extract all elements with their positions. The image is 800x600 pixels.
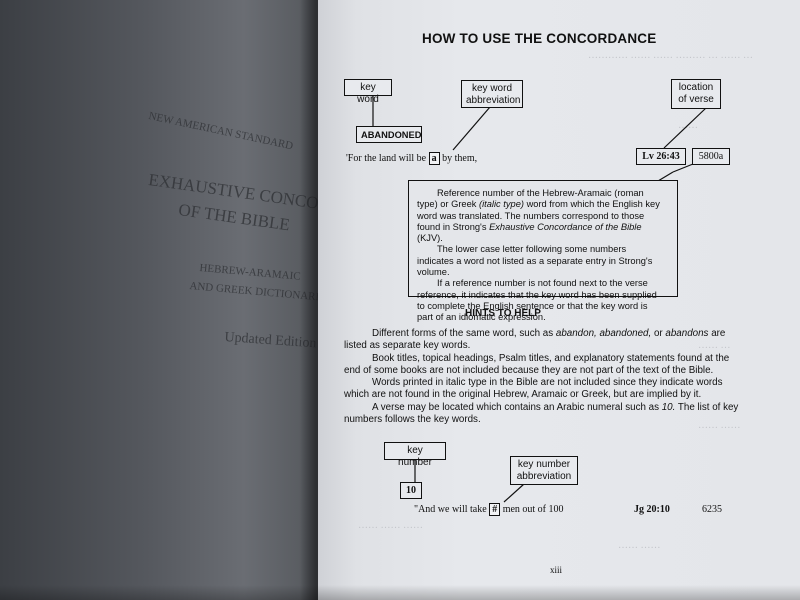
key-number-label: key number bbox=[384, 442, 446, 468]
example-number-line: "And we will take # men out of 100 bbox=[414, 503, 564, 516]
example-number-prefix: "And we will take bbox=[414, 504, 487, 515]
info-paragraph-3: If a reference number is not found next … bbox=[417, 278, 657, 323]
hint-4: A verse may be located which contains an… bbox=[344, 401, 739, 426]
key-word-label: key word bbox=[344, 79, 392, 105]
number-verse-ref: Jg 20:10 bbox=[634, 504, 670, 515]
hint-2: Book titles, topical headings, Psalm tit… bbox=[344, 352, 730, 376]
hints-text: Different forms of the same word, such a… bbox=[344, 328, 744, 426]
headword: ABANDONED bbox=[356, 126, 422, 143]
location-of-verse-label: location of verse bbox=[671, 79, 721, 109]
example-suffix: by them, bbox=[442, 153, 478, 164]
example-number-suffix: men out of 100 bbox=[502, 504, 564, 515]
info-paragraph-1: Reference number of the Hebrew-Aramaic (… bbox=[417, 188, 660, 244]
page-number: xiii bbox=[550, 565, 563, 575]
page-bottom-shadow bbox=[0, 585, 800, 600]
example-number-abbrev: # bbox=[489, 503, 501, 516]
info-paragraph-2: The lower case letter following some num… bbox=[417, 244, 653, 278]
hint-1: Different forms of the same word, such a… bbox=[344, 328, 726, 352]
hint-3: Words printed in italic type in the Bibl… bbox=[344, 377, 723, 401]
reference-number-explanation: Reference number of the Hebrew-Aramaic (… bbox=[408, 180, 678, 322]
key-number-abbreviation-label: key number abbreviation bbox=[510, 456, 578, 485]
page-title: HOW TO USE THE CONCORDANCE bbox=[422, 31, 657, 46]
ref-number: 5800a bbox=[692, 148, 730, 165]
hints-heading: HINTS TO HELP bbox=[465, 308, 541, 319]
key-word-abbreviation-label: key word abbreviation bbox=[461, 80, 523, 108]
right-page: ………… …… …… ……… … …… … …… …… …… …… … …… …… bbox=[318, 0, 800, 600]
connector-lines bbox=[372, 95, 707, 503]
example-prefix: 'For the land will be bbox=[346, 153, 427, 164]
example-verse-line: 'For the land will be a by them, bbox=[346, 152, 478, 165]
left-ghost-line-4: HEBREW-ARAMAIC bbox=[198, 262, 302, 283]
verse-ref: Lv 26:43 bbox=[636, 148, 686, 165]
number-ref-number: 6235 bbox=[702, 504, 722, 515]
headnumber: 10 bbox=[400, 482, 422, 499]
left-ghost-line-1: NEW AMERICAN STANDARD bbox=[147, 110, 295, 153]
left-page: NEW AMERICAN STANDARD EXHAUSTIVE CONCORD… bbox=[0, 0, 389, 600]
example-abbrev: a bbox=[428, 152, 440, 165]
